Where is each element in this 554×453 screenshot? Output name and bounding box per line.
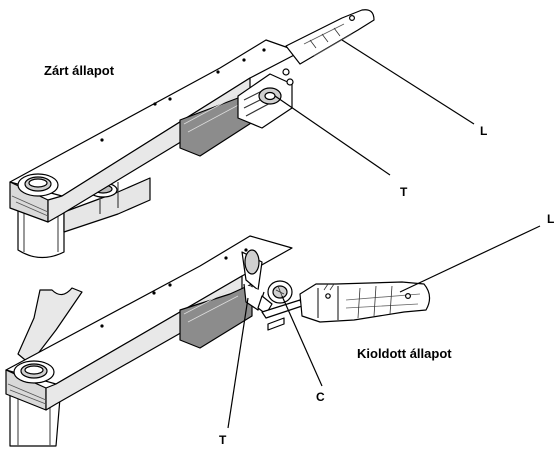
closed-assembly: [9, 9, 475, 259]
leader-T1: [274, 95, 391, 176]
leader-C: [281, 295, 323, 387]
leader-L1: [341, 39, 475, 125]
callout-latch-closed: T: [400, 185, 408, 199]
released-assembly: [5, 225, 541, 447]
callout-lever-released: L: [547, 212, 554, 226]
closed-rivets: [100, 48, 266, 142]
callout-latch-released: T: [219, 433, 227, 447]
released-lever: [299, 281, 431, 323]
closed-lever: [285, 9, 375, 65]
caption-released-state: Kioldott állapot: [357, 346, 452, 361]
callout-pin-released: C: [316, 390, 325, 404]
caption-closed-state: Zárt állapot: [44, 63, 115, 78]
leader-L2: [399, 225, 541, 293]
released-housing: [179, 283, 253, 349]
callout-lever-closed: L: [480, 124, 488, 138]
leader-T2: [227, 297, 249, 429]
released-rivets: [100, 248, 248, 328]
